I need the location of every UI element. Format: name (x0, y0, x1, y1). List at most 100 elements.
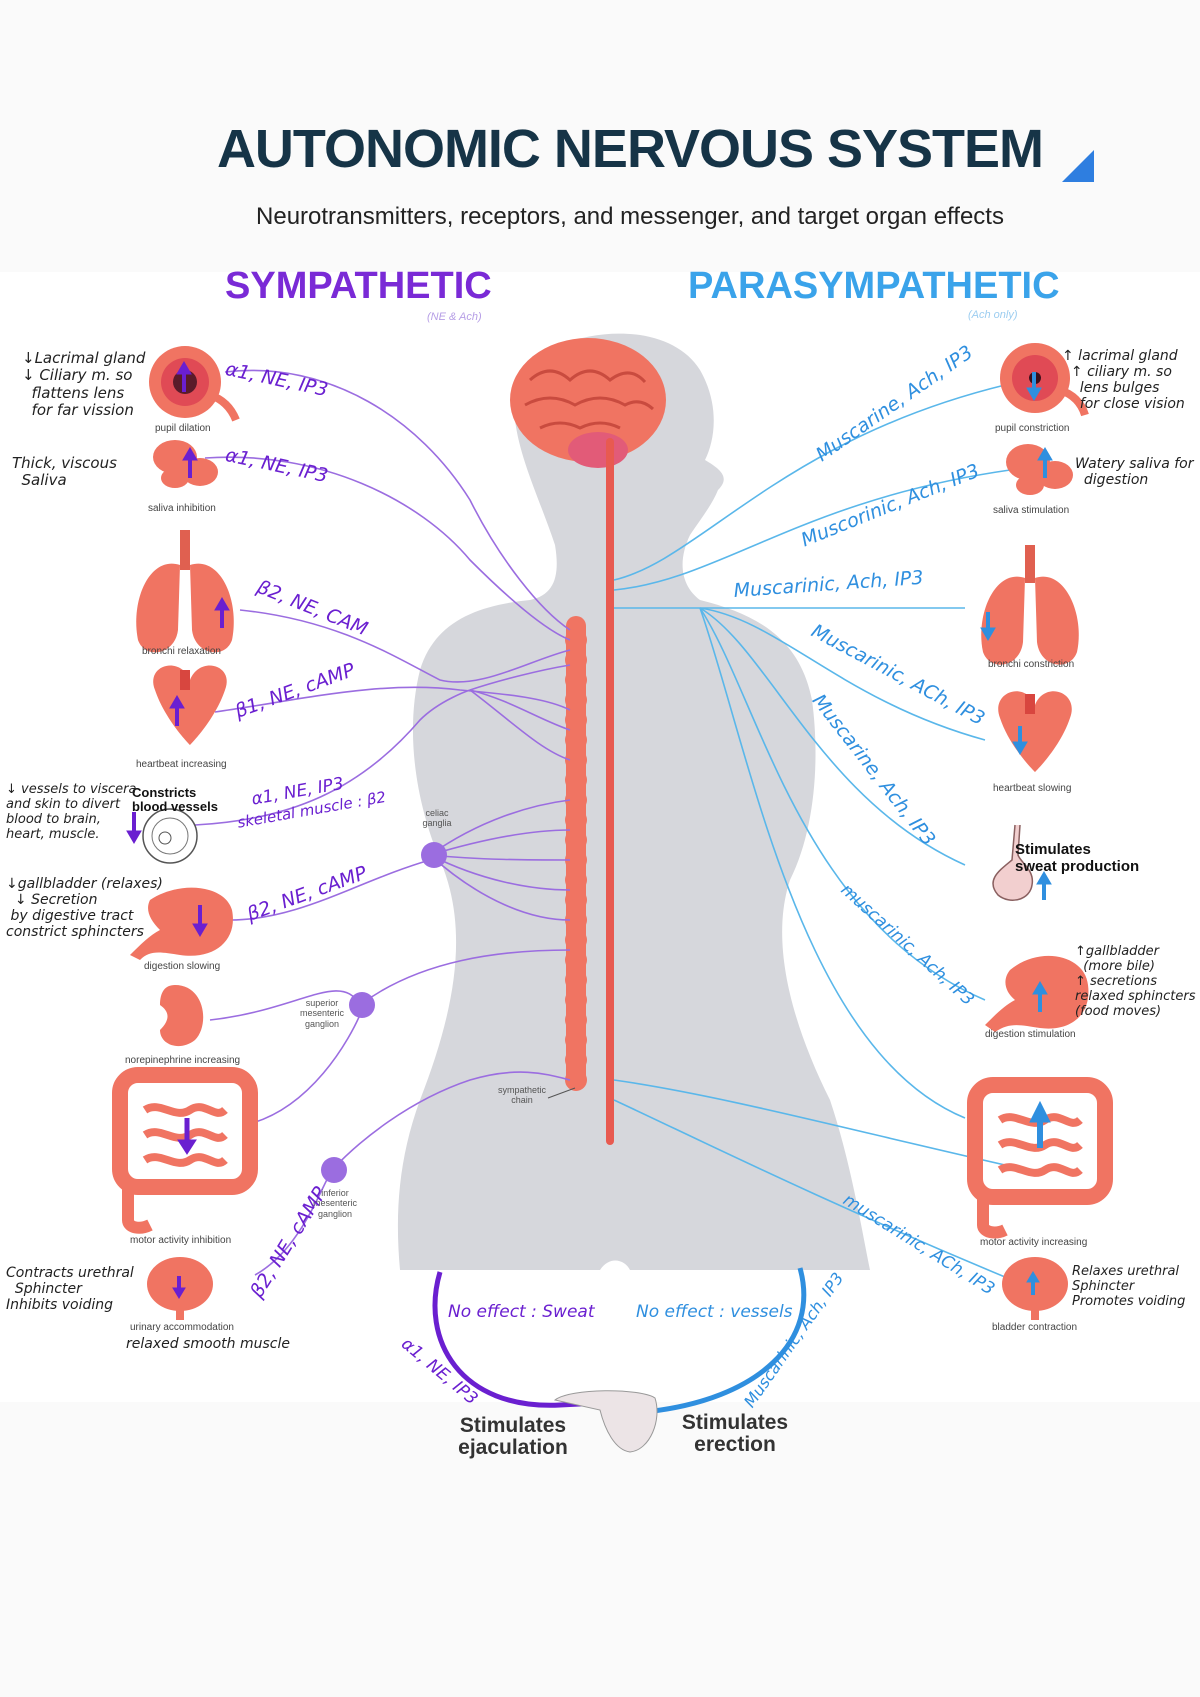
chain-pointer (547, 1087, 576, 1099)
arrow-down-icon (126, 812, 142, 844)
arrow-up-icon (1037, 447, 1053, 478)
note-eye-parasympathetic: ↑ lacrimal gland ↑ ciliary m. so lens bu… (1062, 348, 1185, 413)
chain-ganglion-bead (565, 989, 587, 1011)
chain-ganglion-bead (565, 949, 587, 971)
note-saliva-sympathetic: Thick, viscous Saliva (12, 454, 117, 490)
arrow-up-icon (214, 597, 230, 628)
arrow-up-icon (182, 447, 198, 478)
caption-heartbeat-slowing: heartbeat slowing (993, 783, 1072, 794)
arrow-down-icon (1026, 372, 1042, 401)
arrow-up-icon (1026, 1271, 1040, 1295)
erection-label: Stimulates erection (681, 1411, 789, 1457)
left-salivary-gland-icon (153, 440, 218, 488)
arrow-up-icon (169, 695, 185, 726)
spinal-cord (606, 438, 614, 1145)
chain-ganglion-bead (565, 849, 587, 871)
chain-ganglion-bead (565, 829, 587, 851)
arrow-down-icon (980, 612, 996, 641)
blood-vessel-icon (142, 808, 198, 864)
right-intestine-icon (967, 1077, 1113, 1239)
arrow-up-icon (1029, 1100, 1051, 1148)
chain-ganglion-bead (565, 709, 587, 731)
chain-beads (565, 629, 587, 1091)
right-heart-icon (998, 691, 1072, 772)
sweat-gland-icon (978, 815, 1146, 915)
note-vessels-no-effect: No effect : vessels (636, 1302, 793, 1322)
chain-ganglion-bead (565, 649, 587, 671)
body-silhouette (397, 333, 870, 1270)
note-bladder-parasympathetic: Relaxes urethral Sphincter Promotes void… (1072, 1264, 1186, 1309)
chain-ganglion-bead (565, 1049, 587, 1071)
note-stomach-sympathetic: ↓gallbladder (relaxes) ↓ Secretion by di… (6, 876, 163, 941)
chain-ganglion-bead (565, 969, 587, 991)
left-lungs-icon (136, 530, 234, 653)
caption-pupil-dilation: pupil dilation (155, 423, 211, 434)
left-heart-icon (153, 665, 227, 745)
superior-mesenteric-ganglion (349, 992, 375, 1018)
chain-ganglion-bead (565, 1029, 587, 1051)
chain-ganglion-bead (565, 789, 587, 811)
page-title: AUTONOMIC NERVOUS SYSTEM (216, 119, 1044, 179)
celiac-ganglia-label: celiac ganglia (422, 808, 452, 829)
caption-motor-activity-inhibition: motor activity inhibition (130, 1235, 232, 1246)
chain-ganglion-bead (565, 749, 587, 771)
chain-ganglion-bead (565, 889, 587, 911)
superior-mesenteric-label: superior mesenteric ganglion (299, 998, 344, 1029)
note-bladder-extra: relaxed smooth muscle (126, 1336, 290, 1352)
note-vessels-sympathetic: ↓ vessels to viscera and skin to divert … (6, 782, 137, 842)
caption-motor-activity-increasing: motor activity increasing (980, 1237, 1088, 1248)
kidney-icon (160, 985, 204, 1047)
corner-triangle-icon (1062, 150, 1094, 182)
chain-ganglion-bead (565, 1009, 587, 1031)
note-stomach-parasympathetic: ↑gallbladder (more bile) ↑ secretions re… (1075, 944, 1196, 1019)
chain-ganglion-bead (565, 1069, 587, 1091)
caption-bronchi-relaxation: bronchi relaxation (142, 646, 221, 657)
ejaculation-label: Stimulates ejaculation (458, 1414, 568, 1460)
parasympathetic-heading: PARASYMPATHETIC (688, 265, 1060, 307)
brain-icon (510, 338, 666, 468)
note-saliva-parasympathetic: Watery saliva for digestion (1075, 456, 1194, 489)
arrow-up-icon (176, 361, 192, 392)
caption-bronchi-constriction: bronchi constriction (988, 659, 1075, 670)
caption-norepinephrine-increasing: norepinephrine increasing (125, 1055, 241, 1066)
inferior-mesenteric-ganglion (321, 1157, 347, 1183)
left-eye-icon (149, 346, 240, 422)
inferior-mesenteric-label: inferior mesenteric ganglion (312, 1188, 357, 1219)
caption-bladder-contraction: bladder contraction (992, 1322, 1078, 1333)
note-bladder-sympathetic: Contracts urethral Sphincter Inhibits vo… (6, 1265, 134, 1314)
caption-pupil-constriction: pupil constriction (995, 423, 1070, 434)
celiac-ganglion (421, 842, 447, 868)
constricts-vessels-label: Constricts blood vessels (132, 785, 218, 815)
chain-ganglion-bead (565, 869, 587, 891)
parasympathetic-sex-nerve (644, 1267, 807, 1415)
right-lungs-icon (981, 545, 1079, 665)
chain-ganglion-bead (565, 629, 587, 651)
parasympathetic-note-small: (Ach only) (968, 309, 1018, 321)
caption-urinary-accommodation: urinary accommodation (130, 1322, 234, 1333)
parasympathetic-nerves (613, 384, 1011, 1278)
chain-ganglion-bead (565, 729, 587, 751)
chain-ganglion-bead (565, 689, 587, 711)
chain-ganglion-bead (565, 809, 587, 831)
right-salivary-gland-icon (1006, 444, 1073, 495)
sympathetic-chain-label: sympathetic chain (497, 1085, 547, 1106)
chain-ganglion-bead (565, 929, 587, 951)
page-subtitle: Neurotransmitters, receptors, and messen… (256, 203, 1004, 230)
caption-heartbeat-increasing: heartbeat increasing (136, 759, 227, 770)
note-eye-sympathetic: ↓Lacrimal gland ↓ Ciliary m. so flattens… (22, 349, 146, 419)
left-intestine-icon (112, 1067, 258, 1234)
arrow-down-icon (192, 905, 208, 937)
arrow-down-icon (172, 1276, 186, 1299)
arrow-down-icon (1012, 726, 1028, 755)
caption-saliva-inhibition: saliva inhibition (148, 503, 216, 514)
chain-ganglion-bead (565, 909, 587, 931)
left-stomach-icon (130, 887, 233, 960)
caption-digestion-slowing: digestion slowing (144, 961, 221, 972)
caption-digestion-stimulation: digestion stimulation (985, 1029, 1076, 1040)
arrow-down-icon (177, 1118, 197, 1155)
arrow-up-icon (1036, 871, 1052, 900)
sweat-production-label: Stimulates sweat production (1015, 841, 1140, 875)
note-sweat-no-effect: No effect : Sweat (448, 1302, 595, 1322)
